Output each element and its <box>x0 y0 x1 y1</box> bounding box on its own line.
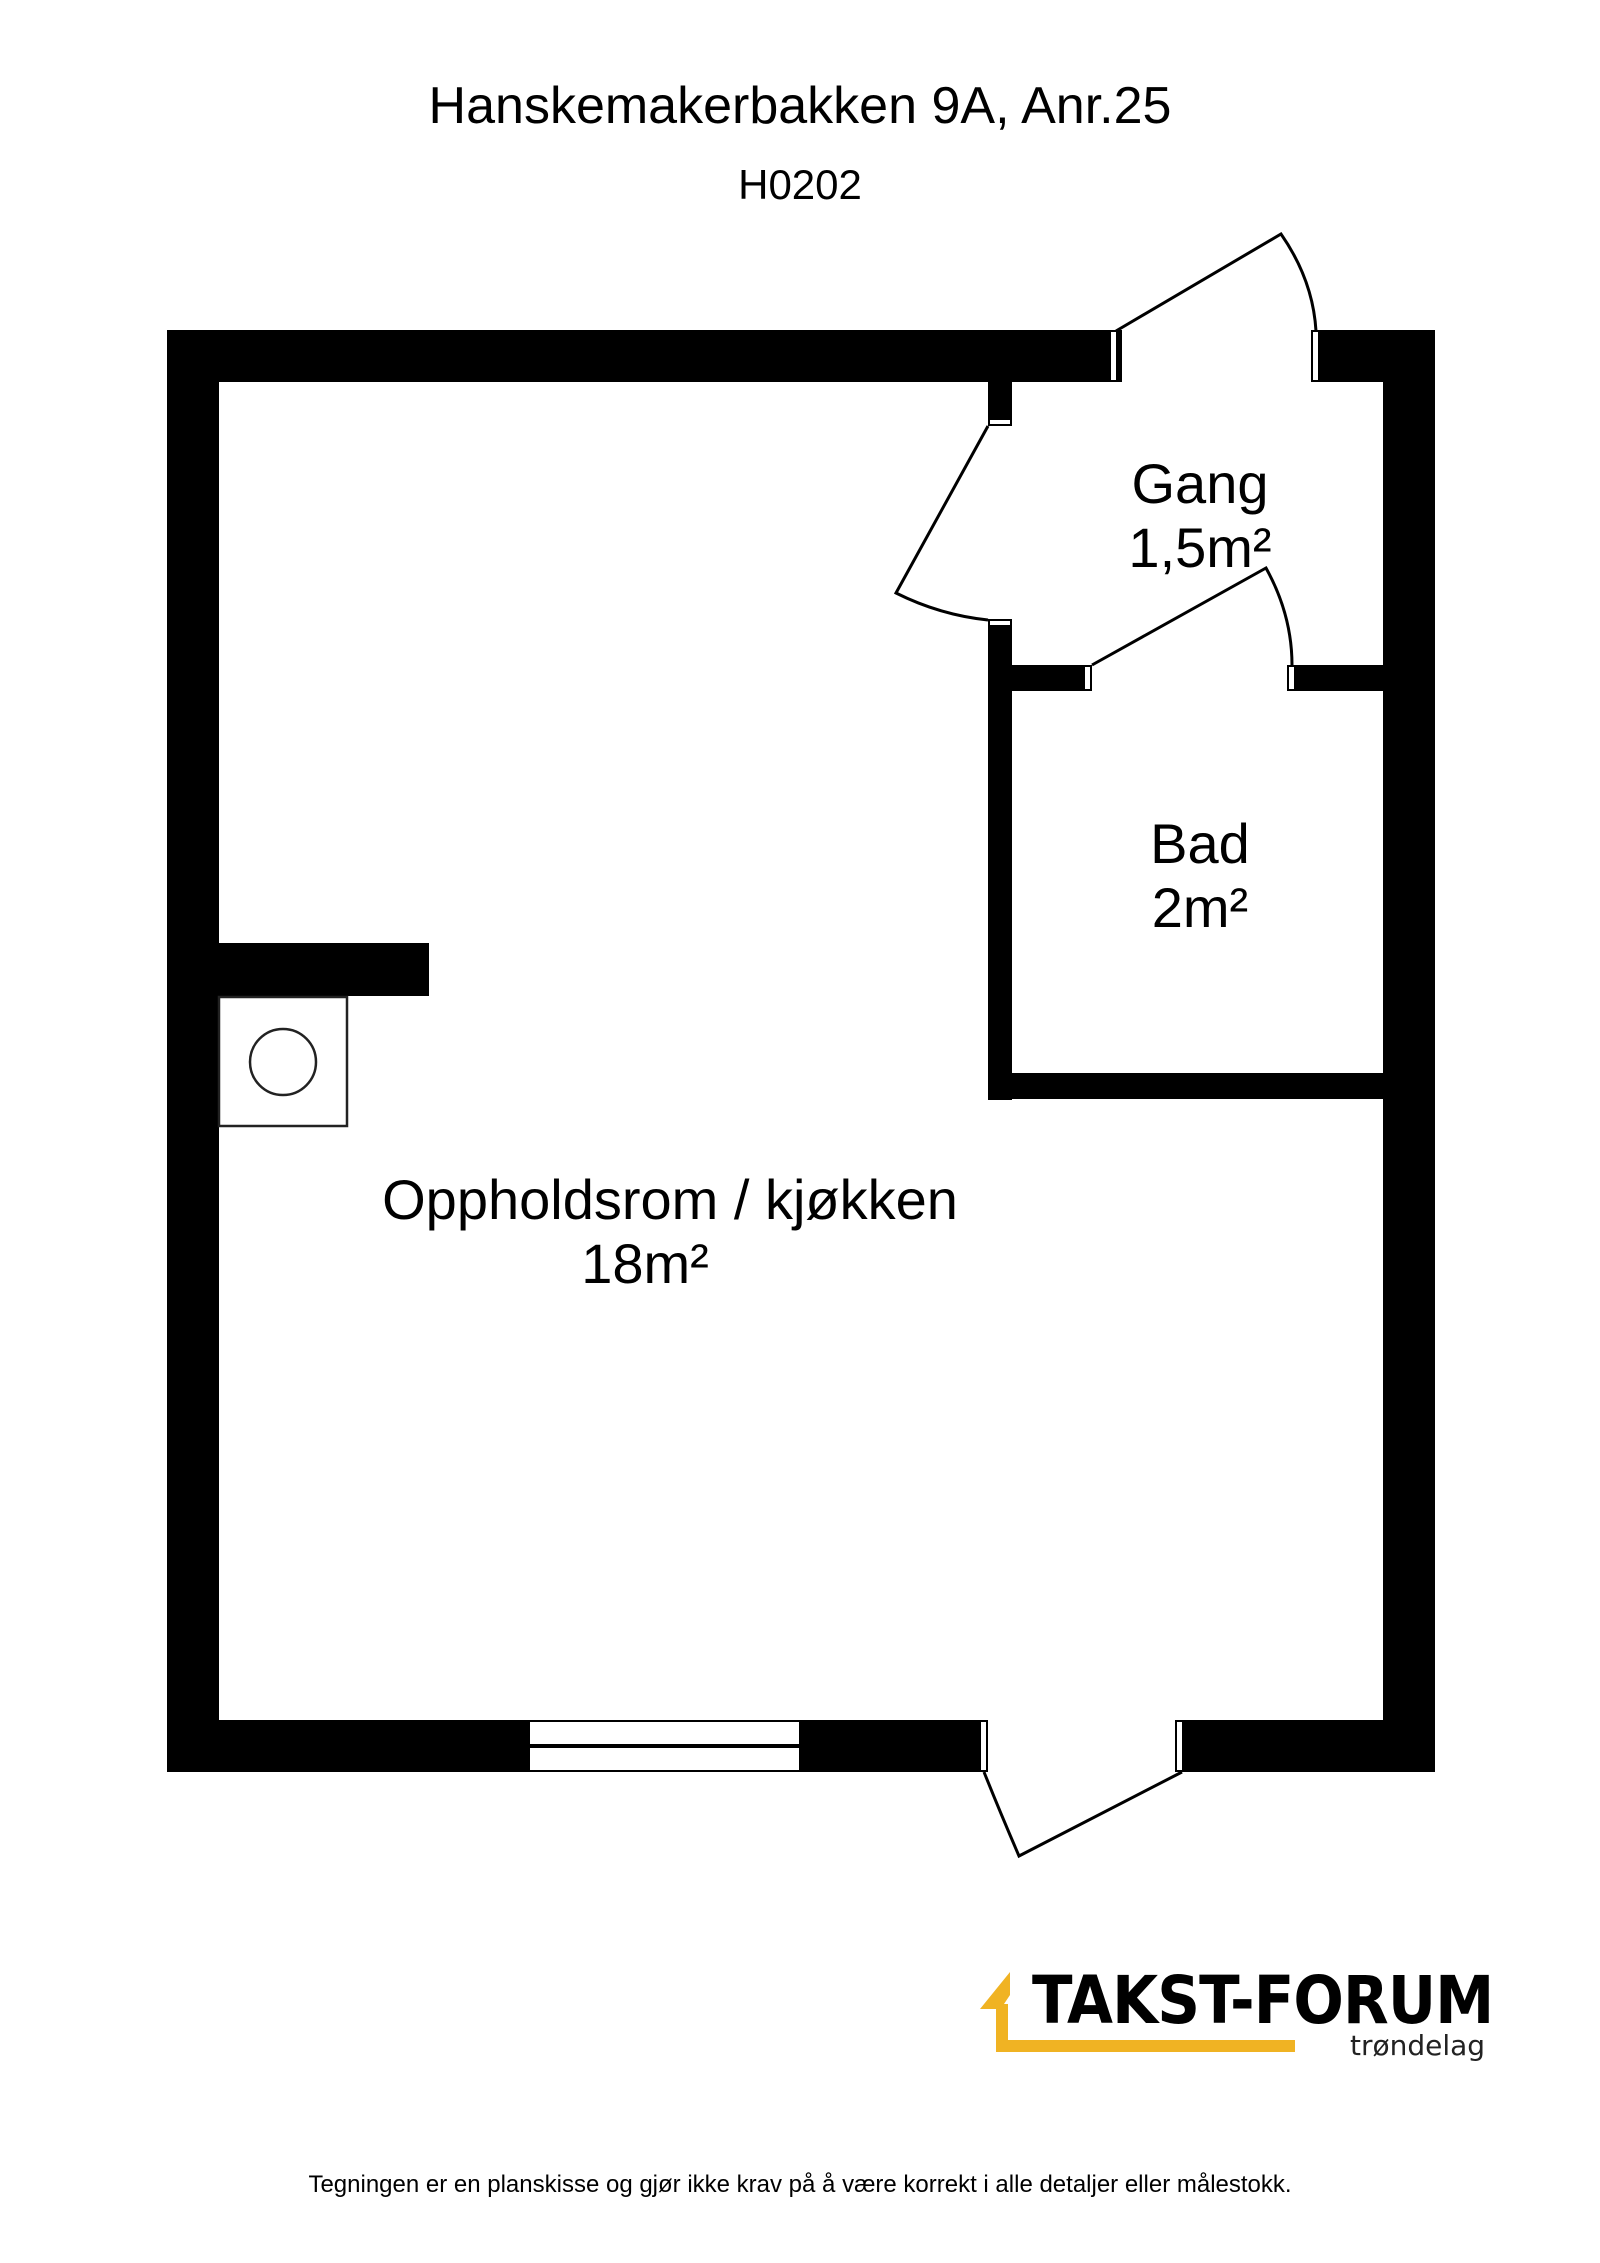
bad-door <box>1091 565 1294 667</box>
entrance-door-bottom <box>982 1770 1183 1859</box>
logo-text: TAKST-FORUM <box>1032 1962 1494 2039</box>
logo-subtext: trøndelag <box>1350 2029 1486 2062</box>
outer-walls <box>167 330 1435 1772</box>
unit-code: H0202 <box>738 161 862 208</box>
room-area: 18m² <box>581 1232 709 1295</box>
window <box>528 1720 801 1772</box>
chimney-icon <box>217 995 349 1128</box>
plan-title: Hanskemakerbakken 9A, Anr.25 <box>428 77 1172 135</box>
room-label-oppholdsrom: Oppholdsrom / kjøkken 18m² <box>330 1168 1010 1296</box>
room-label-bad: Bad 2m² <box>1080 812 1320 940</box>
room-area: 1,5m² <box>1128 516 1272 579</box>
room-area: 2m² <box>1151 876 1249 939</box>
room-name: Oppholdsrom / kjøkken <box>382 1168 958 1231</box>
room-name: Bad <box>1150 812 1250 875</box>
gang-door <box>893 425 990 622</box>
house-arrow-icon <box>980 1972 1295 2052</box>
interior-walls <box>219 382 1383 1100</box>
disclaimer: Tegningen er en planskisse og gjør ikke … <box>308 2171 1292 2198</box>
entrance-door-top <box>1115 232 1318 333</box>
room-label-gang: Gang 1,5m² <box>1080 452 1320 580</box>
door-swings <box>893 232 1318 1859</box>
takst-forum-logo: TAKST-FORUM trøndelag <box>950 1900 1550 2140</box>
room-name: Gang <box>1131 452 1269 515</box>
